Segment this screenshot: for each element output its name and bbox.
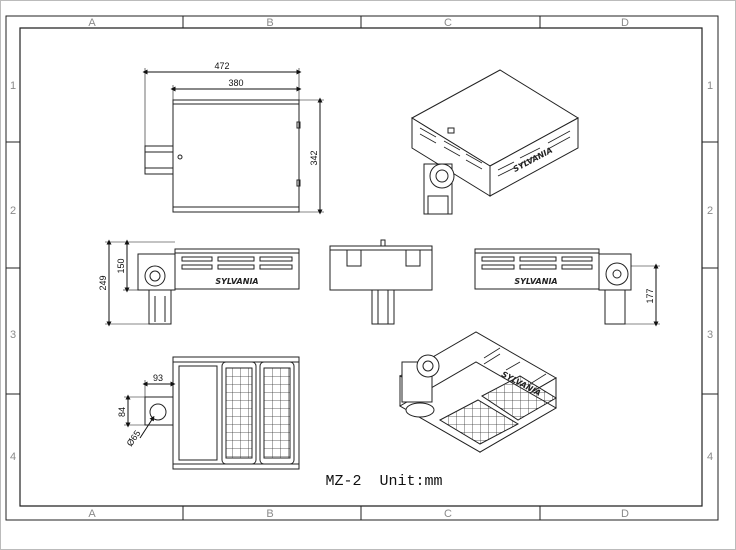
dim-overall-width: 472 [214,61,229,71]
isometric-view-bottom [400,332,556,452]
dim-height-front: 342 [309,150,319,165]
bottom-view [124,357,299,469]
zone-row-3-left: 3 [10,329,16,341]
side-view-left [105,239,299,327]
lens-grid-iso-a [440,400,518,444]
dim-bracket-height: 177 [645,288,655,303]
zone-col-c-top: C [444,17,452,29]
lens-grid-right [264,368,290,458]
zone-row-1-left: 1 [10,80,16,92]
brand-label-side-right: SYLVANIA [514,277,557,286]
dim-bracket-offset-y: 84 [117,407,127,417]
zone-col-b-top: B [266,17,273,29]
drawing-title: MZ-2 Unit:mm [325,473,442,490]
dim-bracket-offset-x: 93 [153,373,163,383]
zone-row-3-right: 3 [707,329,713,341]
zone-row-2-left: 2 [10,205,16,217]
dim-height-side: 249 [98,275,108,290]
brand-label-side-left: SYLVANIA [215,277,258,286]
lens-grid-iso-b [482,376,556,420]
dim-body-width: 380 [228,78,243,88]
zone-col-a-top: A [88,17,96,29]
zone-col-c-bottom: C [444,508,452,520]
zone-row-4-left: 4 [10,451,16,463]
rear-view [330,240,432,324]
zone-col-d-bottom: D [621,508,629,520]
lens-grid-left [226,368,252,458]
isometric-view-top [412,70,578,214]
side-view-right [475,249,660,327]
zone-row-1-right: 1 [707,80,713,92]
zone-col-d-top: D [621,17,629,29]
zone-col-b-bottom: B [266,508,273,520]
front-view [142,68,324,215]
zone-row-4-right: 4 [707,451,713,463]
dim-body-height-side: 150 [116,258,126,273]
zone-col-a-bottom: A [88,508,96,520]
zone-row-2-right: 2 [707,205,713,217]
